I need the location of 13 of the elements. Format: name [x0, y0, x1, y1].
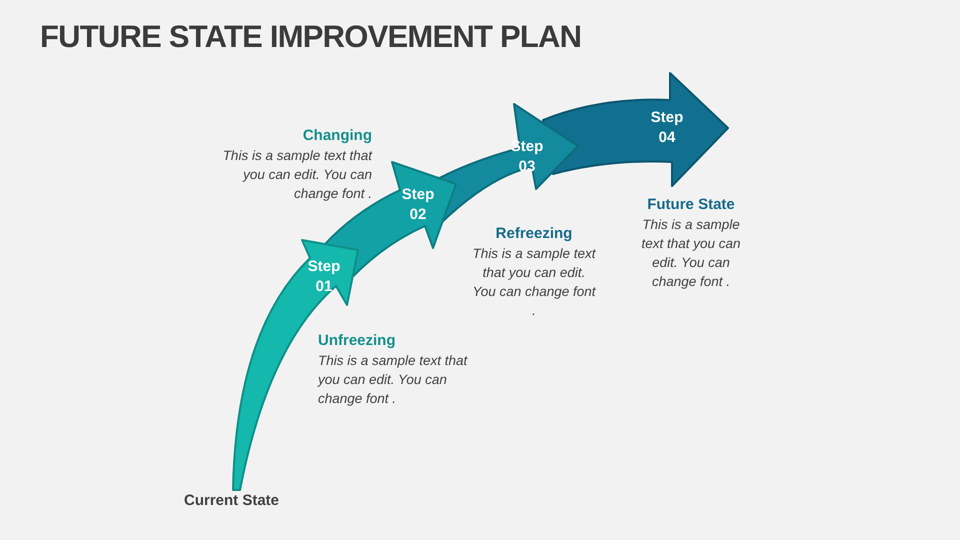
- step-label: Step 01: [306, 257, 342, 297]
- step-label: Step 02: [400, 185, 436, 225]
- step-label: Step 04: [650, 108, 684, 148]
- stage-heading: Unfreezing: [318, 331, 397, 351]
- stage-heading: Changing: [302, 126, 372, 146]
- stage-description: This is a sample text that you can edit. You can change font .: [471, 245, 597, 320]
- stage-description: This is a sample text that you can edit. You can change font .: [222, 147, 372, 203]
- stage-heading: Refreezing: [494, 224, 574, 244]
- title: FUTURE STATE IMPROVEMENT PLAN: [40, 18, 582, 56]
- stage-description: This is a sample text that you can edit. You can change font .: [318, 352, 468, 408]
- start-label: Current State: [184, 491, 280, 511]
- stage-heading: Future State: [646, 195, 736, 215]
- stage-description: This is a sample text that you can edit. You can change font .: [640, 216, 742, 291]
